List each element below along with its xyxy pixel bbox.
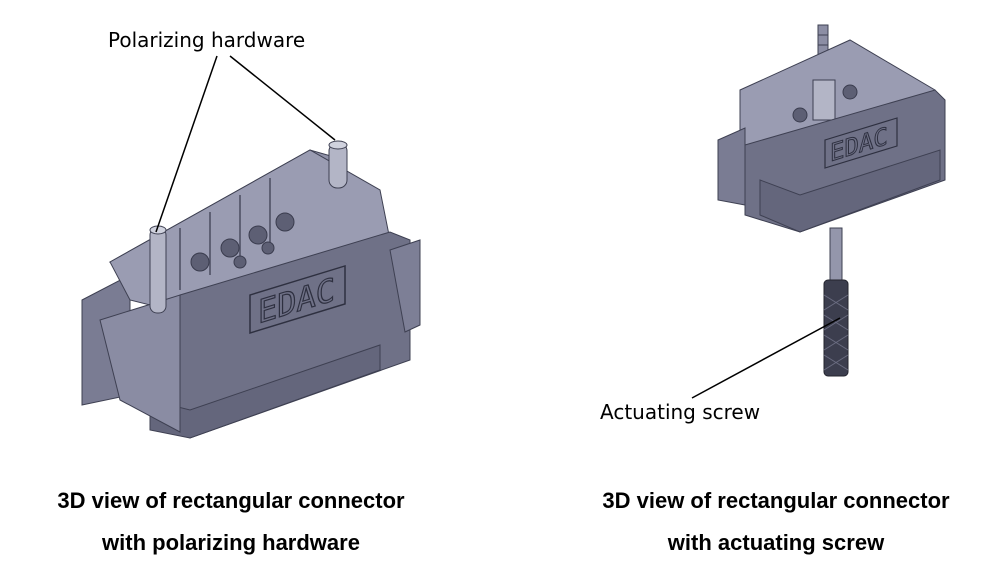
left-caption-line-2: with polarizing hardware: [102, 530, 360, 555]
right-connector-illustration: EDAC: [717, 24, 946, 377]
leader-line-polarizing-left: [155, 55, 218, 233]
right-caption-line-2: with actuating screw: [667, 530, 885, 555]
leader-line-polarizing-right: [229, 55, 336, 141]
left-caption: 3D view of rectangular connector with po…: [0, 480, 462, 564]
leader-line-actuating: [691, 317, 841, 399]
right-caption: 3D view of rectangular connector with ac…: [546, 480, 1004, 564]
right-caption-line-1: 3D view of rectangular connector: [602, 488, 950, 513]
left-connector-illustration: EDAC: [81, 140, 421, 439]
actuating-screw-label: Actuating screw: [600, 400, 761, 424]
left-caption-line-1: 3D view of rectangular connector: [57, 488, 405, 513]
polarizing-hardware-label: Polarizing hardware: [108, 28, 306, 52]
